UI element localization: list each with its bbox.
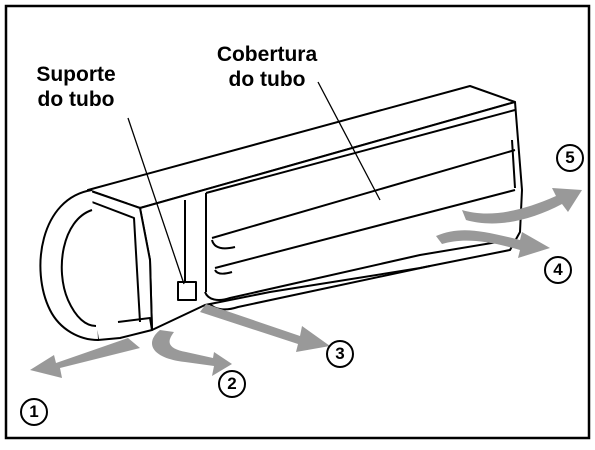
pipe-cover-label-line2: do tubo [228,68,306,91]
pipe-support-label: Suporte do tubo [20,62,132,112]
pipe-curve-outer [39,189,99,341]
pipe-curve-inner [60,209,97,327]
pipe-support-label-line2: do tubo [37,88,115,111]
direction-badge-1: 1 [20,398,48,426]
panel-curve-b [214,269,233,275]
direction-badge-2: 2 [218,370,246,398]
panel-curve-a [211,239,236,250]
indoor-unit [39,85,523,341]
panel-top-line [205,109,516,194]
panel-bottom-curve [204,239,511,301]
leader-pipe-cover [317,81,381,201]
leader-pipe-support [127,117,185,285]
pipe-support-label-line1: Suporte [36,63,116,86]
arrow-5 [462,188,582,224]
border [4,4,591,440]
arrow-1 [30,338,140,378]
pipe-support [177,281,197,301]
panel-right-edge [511,139,516,189]
pipe-cover-label-line1: Cobertura [216,43,318,66]
side-edge [91,201,141,323]
panel-bottom-curve-2 [209,265,431,311]
panel-line-b [214,189,516,269]
panel-line-a [211,149,516,239]
pipe-cover-label: Cobertura do tubo [196,42,338,92]
arrow-2 [152,330,232,376]
arrow-3 [200,304,330,352]
direction-badge-4: 4 [544,256,572,284]
arrow-4 [436,230,550,258]
direction-badge-3: 3 [326,340,354,368]
direction-badge-5: 5 [556,144,584,172]
base-notch [117,317,153,331]
arrows [30,188,582,378]
